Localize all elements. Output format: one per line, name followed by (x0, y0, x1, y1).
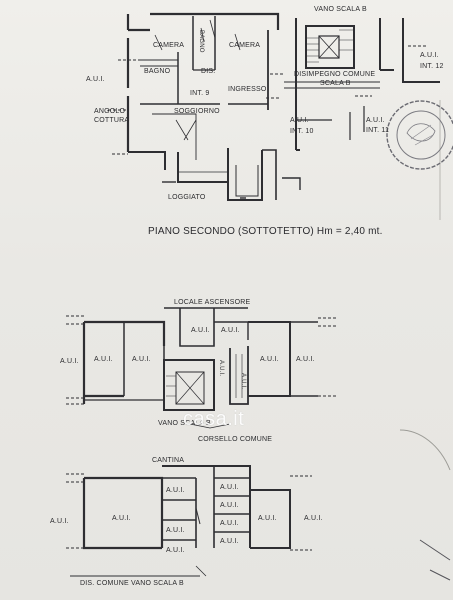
label-aui-top-left: A.U.I. (86, 76, 105, 83)
label-aui-c2: A.U.I. (166, 527, 185, 534)
label-scala-b: SCALA B (320, 80, 351, 87)
label-loggiato: LOGGIATO (168, 194, 206, 201)
label-aui-c3: A.U.I. (166, 547, 185, 554)
label-aui-mid-5: A.U.I. (221, 327, 240, 334)
label-cantina: CANTINA (152, 457, 185, 464)
label-camera-1: CAMERA (153, 42, 185, 49)
middle-plan-walls (66, 307, 336, 429)
page-edge-marks (399, 100, 451, 581)
label-bagno: BAGNO (144, 68, 171, 75)
label-disimpegno: DISIMPEGNO COMUNE (294, 71, 376, 78)
label-aui-r4: A.U.I. (220, 538, 239, 545)
label-aui-int11: A.U.I. (366, 117, 385, 124)
label-aui-mid-1: A.U.I. (60, 358, 79, 365)
label-aui-int10: A.U.I. (290, 117, 309, 124)
label-aui-r3: A.U.I. (220, 520, 239, 527)
label-locale-ascensore: LOCALE ASCENSORE (174, 299, 251, 306)
watermark-logo: casa.it (183, 408, 245, 430)
label-ingresso: INGRESSO (228, 86, 267, 93)
label-int-12: INT. 12 (420, 63, 444, 70)
label-dis: DIS. (201, 68, 216, 75)
label-aui-mid-7: A.U.I. (240, 373, 246, 390)
label-vano-scala-top: VANO SCALA B (314, 6, 367, 13)
label-aui-mid-8: A.U.I. (260, 356, 279, 363)
label-aui-bottom-big: A.U.I. (112, 515, 131, 522)
label-vano-scala-mid: VANO SCALA B (158, 420, 211, 427)
label-aui-mid-3: A.U.I. (132, 356, 151, 363)
label-aui-r2: A.U.I. (220, 502, 239, 509)
label-aui-r1: A.U.I. (220, 484, 239, 491)
label-aui-right1: A.U.I. (258, 515, 277, 522)
label-corsello: CORSELLO COMUNE (198, 436, 273, 443)
label-int-11: INT. 11 (366, 127, 390, 134)
label-soggiorno: SOGGIORNO (174, 108, 220, 115)
label-int-10: INT. 10 (290, 128, 314, 135)
label-aui-bottom-left: A.U.I. (50, 518, 69, 525)
label-angolo: ANGOLO (94, 108, 126, 115)
top-plan-walls (108, 12, 440, 201)
label-aui-mid-6: A.U.I. (218, 360, 224, 377)
label-aui-int12: A.U.I. (420, 52, 439, 59)
label-aui-c1: A.U.I. (166, 487, 185, 494)
bottom-plan-walls (66, 465, 312, 577)
label-aui-right2: A.U.I. (304, 515, 323, 522)
label-aui-mid-4: A.U.I. (191, 327, 210, 334)
label-aui-mid-9: A.U.I. (296, 356, 315, 363)
label-dis-comune: DIS. COMUNE VANO SCALA B (80, 580, 184, 587)
notary-stamp (386, 100, 453, 170)
label-int-9: INT. 9 (190, 90, 210, 97)
label-cottura: COTTURA (94, 117, 130, 124)
label-aui-mid-2: A.U.I. (94, 356, 113, 363)
label-camera-2: CAMERA (229, 42, 261, 49)
label-bagno-vertical: BAGNO (198, 30, 204, 53)
floor-caption: PIANO SECONDO (SOTTOTETTO) Hm = 2,40 mt. (148, 226, 383, 237)
